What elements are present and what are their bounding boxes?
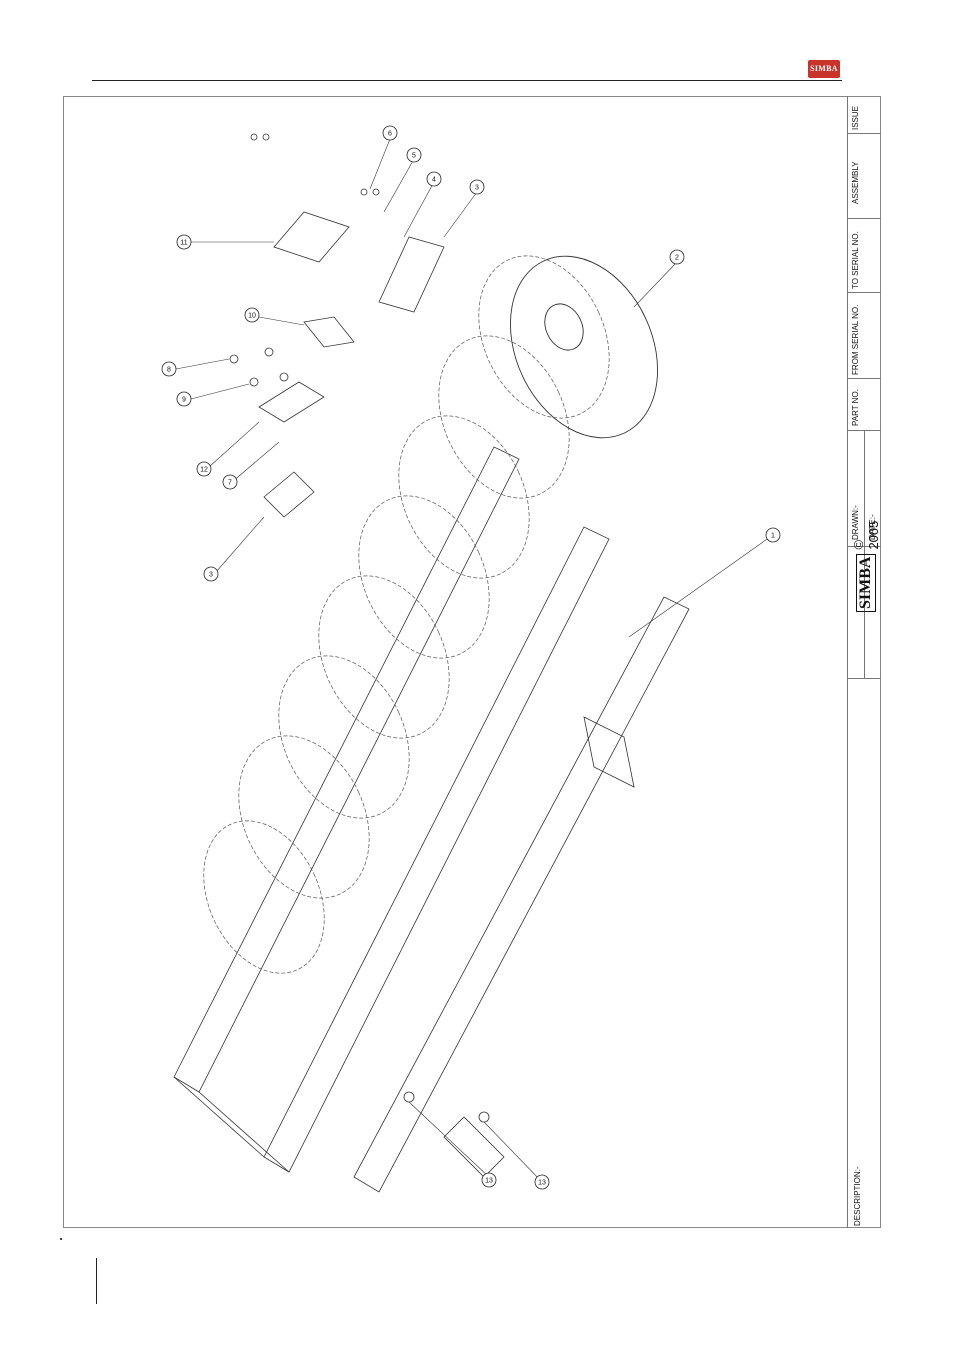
callout-label: 13 xyxy=(538,1180,546,1187)
nut xyxy=(230,355,238,363)
simba-header-logo: SIMBA xyxy=(808,60,840,78)
plate-part-12 xyxy=(259,382,324,422)
callout-1: 1 xyxy=(766,528,780,542)
assembly-label: ASSEMBLY xyxy=(851,161,860,204)
callout-label: 6 xyxy=(388,131,392,138)
disc-6 xyxy=(254,635,435,840)
exploded-parts xyxy=(230,134,489,1122)
callout-label: 13 xyxy=(485,1178,493,1185)
from-serial-label: FROM SERIAL NO. xyxy=(851,305,860,375)
callout-label: 3 xyxy=(209,572,213,579)
callout-5: 5 xyxy=(407,148,421,162)
title-block-rule xyxy=(847,378,881,379)
hitch-bracket-upper xyxy=(584,717,634,787)
bracket-part-3-lower xyxy=(264,472,314,517)
callout-11: 11 xyxy=(177,235,191,249)
callout-label: 1 xyxy=(771,533,775,540)
bolt xyxy=(251,134,257,140)
callout-label: 11 xyxy=(180,240,187,247)
disc-4 xyxy=(334,475,515,680)
callout-9: 9 xyxy=(177,392,191,406)
callout-4: 4 xyxy=(427,172,441,186)
callout-label: 7 xyxy=(228,480,232,487)
pin-13 xyxy=(404,1092,414,1102)
to-serial-label: TO SERIAL NO. xyxy=(851,231,860,289)
callout-3-lower: 3 xyxy=(204,567,218,581)
callout-label: 2 xyxy=(675,255,679,262)
callout-label: 3 xyxy=(475,185,479,192)
front-disc xyxy=(482,232,686,462)
title-block-rule xyxy=(847,292,881,293)
hitch-bracket xyxy=(444,1117,504,1177)
disc-7 xyxy=(214,715,395,920)
callout-label: 9 xyxy=(182,397,186,404)
callout-label: 4 xyxy=(432,177,436,184)
washer xyxy=(250,378,258,386)
callout-label: 8 xyxy=(167,367,171,374)
callout-balloons: 6 5 4 3 2 11 10 8 9 12 7 3 1 13 13 xyxy=(162,126,780,1189)
bracket-part-3-upper xyxy=(379,237,444,312)
callout-3: 3 xyxy=(470,180,484,194)
bolt xyxy=(373,189,379,195)
title-block-rule xyxy=(847,133,881,134)
nut xyxy=(265,348,273,356)
part-no-label: PART NO. xyxy=(851,389,860,426)
callout-label: 5 xyxy=(412,153,416,160)
callout-7: 7 xyxy=(223,475,237,489)
callout-13-lower: 13 xyxy=(535,1175,549,1189)
bolt xyxy=(263,134,269,140)
callout-13: 13 xyxy=(482,1173,496,1187)
bolt xyxy=(361,189,367,195)
callout-label: 12 xyxy=(200,467,208,474)
clamp-part-10 xyxy=(304,317,354,347)
title-block-rule xyxy=(847,678,881,679)
disc-hub xyxy=(538,298,591,357)
title-block-rule xyxy=(847,218,881,219)
washer xyxy=(280,373,288,381)
callout-label: 10 xyxy=(248,313,256,320)
callout-2: 2 xyxy=(670,250,684,264)
frame-linework xyxy=(174,447,689,1192)
disc-gang xyxy=(180,235,634,993)
header-logo-text: SIMBA xyxy=(808,64,840,73)
title-logo-text: SIMBA xyxy=(856,554,876,612)
copyright-text: © 2005 xyxy=(851,509,881,550)
disc-5 xyxy=(294,555,475,760)
header-rule xyxy=(92,80,842,81)
bracket-part-11 xyxy=(274,212,349,262)
simba-title-logo: SIMBA © 2005 xyxy=(851,509,881,612)
description-label: DESCRIPTION:- xyxy=(853,1166,862,1226)
callout-10: 10 xyxy=(245,308,259,322)
title-block-rule xyxy=(847,430,881,431)
callout-12: 12 xyxy=(197,462,211,476)
pin-13 xyxy=(479,1112,489,1122)
issue-label: ISSUE xyxy=(851,106,860,130)
leader-lines xyxy=(176,139,770,1182)
margin-rule xyxy=(96,1258,97,1304)
exploded-assembly-drawing: 6 5 4 3 2 11 10 8 9 12 7 3 1 13 13 xyxy=(64,97,846,1227)
margin-dot xyxy=(60,1238,62,1240)
callout-6: 6 xyxy=(383,126,397,140)
main-beam-lower xyxy=(264,527,609,1172)
callout-8: 8 xyxy=(162,362,176,376)
frame-end-link xyxy=(174,1077,264,1157)
